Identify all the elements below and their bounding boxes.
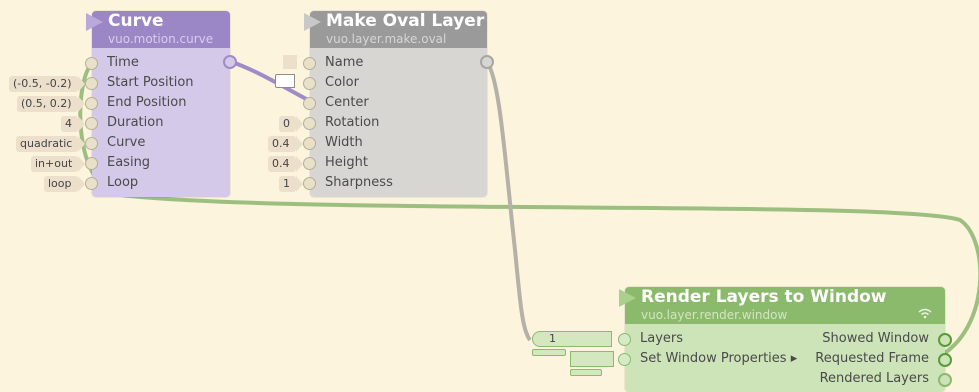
output-port-dot[interactable] bbox=[938, 333, 952, 347]
node-class-name: vuo.motion.curve bbox=[108, 32, 214, 46]
input-port-label: Name bbox=[325, 55, 364, 70]
window-properties-constant[interactable] bbox=[570, 351, 614, 367]
input-constant[interactable]: (0.5, 0.2) bbox=[17, 96, 85, 112]
oval-output-port[interactable] bbox=[480, 55, 494, 69]
play-triangle-icon bbox=[304, 13, 321, 31]
input-port-label: Curve bbox=[107, 135, 146, 150]
input-port-label: Start Position bbox=[107, 75, 194, 90]
input-port-label: Time bbox=[107, 55, 139, 70]
input-port-label: Sharpness bbox=[325, 175, 393, 190]
input-port-label: Color bbox=[325, 75, 359, 90]
color-swatch[interactable] bbox=[275, 74, 295, 88]
input-port-label: Height bbox=[325, 155, 368, 170]
input-constant[interactable]: 0.4 bbox=[268, 136, 302, 152]
input-port-dot[interactable] bbox=[85, 137, 98, 150]
input-constant[interactable]: quadratic bbox=[16, 136, 86, 152]
input-port-dot[interactable] bbox=[618, 333, 631, 346]
input-constant[interactable]: 1 bbox=[279, 176, 303, 192]
input-port-dot[interactable] bbox=[85, 97, 98, 110]
play-triangle-icon bbox=[86, 13, 103, 31]
input-port-label: Center bbox=[325, 95, 369, 110]
input-constant[interactable]: (-0.5, -0.2) bbox=[9, 76, 84, 92]
input-port-dot[interactable] bbox=[85, 177, 98, 190]
curve-node-header[interactable]: Curve vuo.motion.curve bbox=[86, 11, 230, 48]
cable-curve-to-center[interactable] bbox=[231, 60, 311, 103]
output-port[interactable]: Rendered Layers bbox=[819, 371, 929, 386]
input-port-dot[interactable] bbox=[303, 157, 316, 170]
input-port-dot[interactable] bbox=[618, 353, 631, 366]
input-constant[interactable]: 0 bbox=[279, 116, 303, 132]
node-class-name: vuo.layer.make.oval bbox=[326, 32, 447, 46]
input-port-label: End Position bbox=[107, 95, 187, 110]
input-port-dot[interactable] bbox=[303, 137, 316, 150]
input-port-label: Rotation bbox=[325, 115, 380, 130]
node-title: Curve bbox=[108, 11, 164, 31]
cable-oval-to-layers[interactable] bbox=[485, 60, 532, 342]
render-layers-node[interactable]: Render Layers to Window vuo.layer.render… bbox=[618, 287, 952, 392]
curve-output-port[interactable] bbox=[223, 55, 237, 69]
input-constant[interactable]: 4 bbox=[61, 116, 85, 132]
output-port[interactable]: Showed Window bbox=[822, 331, 929, 346]
input-port-dot[interactable] bbox=[85, 77, 98, 90]
input-constant[interactable]: 0.4 bbox=[268, 156, 302, 172]
name-constant[interactable] bbox=[283, 55, 297, 69]
layers-list-constant[interactable]: 1 bbox=[532, 331, 612, 347]
output-port-dot[interactable] bbox=[938, 353, 952, 367]
input-port-label: Width bbox=[325, 135, 363, 150]
input-port-dot[interactable] bbox=[85, 157, 98, 170]
input-port-dot[interactable] bbox=[303, 97, 316, 110]
input-port-dot[interactable] bbox=[303, 77, 316, 90]
node-title: Make Oval Layer bbox=[326, 11, 485, 31]
oval-node-header[interactable]: Make Oval Layer vuo.layer.make.oval bbox=[304, 11, 487, 48]
input-port-label: Loop bbox=[107, 175, 139, 190]
input-constant[interactable]: loop bbox=[44, 176, 84, 192]
input-port-dot[interactable] bbox=[85, 117, 98, 130]
input-port-dot[interactable] bbox=[303, 117, 316, 130]
list-drawer-handle[interactable] bbox=[532, 349, 566, 356]
play-triangle-icon bbox=[619, 289, 636, 307]
node-title: Render Layers to Window bbox=[641, 287, 887, 307]
list-drawer-handle[interactable] bbox=[570, 369, 602, 376]
input-port-dot[interactable] bbox=[303, 177, 316, 190]
make-oval-layer-node[interactable]: Make Oval Layer vuo.layer.make.oval Name… bbox=[303, 11, 494, 197]
node-class-name: vuo.layer.render.window bbox=[641, 308, 788, 322]
input-port-label: Easing bbox=[107, 155, 151, 170]
input-port-dot[interactable] bbox=[303, 57, 316, 70]
output-port[interactable]: Requested Frame bbox=[815, 351, 929, 366]
input-port-label: Set Window Properties ▸ bbox=[640, 351, 798, 366]
input-port-label: Layers bbox=[640, 331, 684, 346]
render-node-header[interactable]: Render Layers to Window vuo.layer.render… bbox=[619, 287, 945, 324]
output-port-dot[interactable] bbox=[938, 373, 952, 387]
wifi-icon bbox=[918, 308, 932, 319]
input-port-label: Duration bbox=[107, 115, 164, 130]
input-port-dot[interactable] bbox=[85, 57, 98, 70]
input-constant[interactable]: in+out bbox=[31, 156, 86, 172]
